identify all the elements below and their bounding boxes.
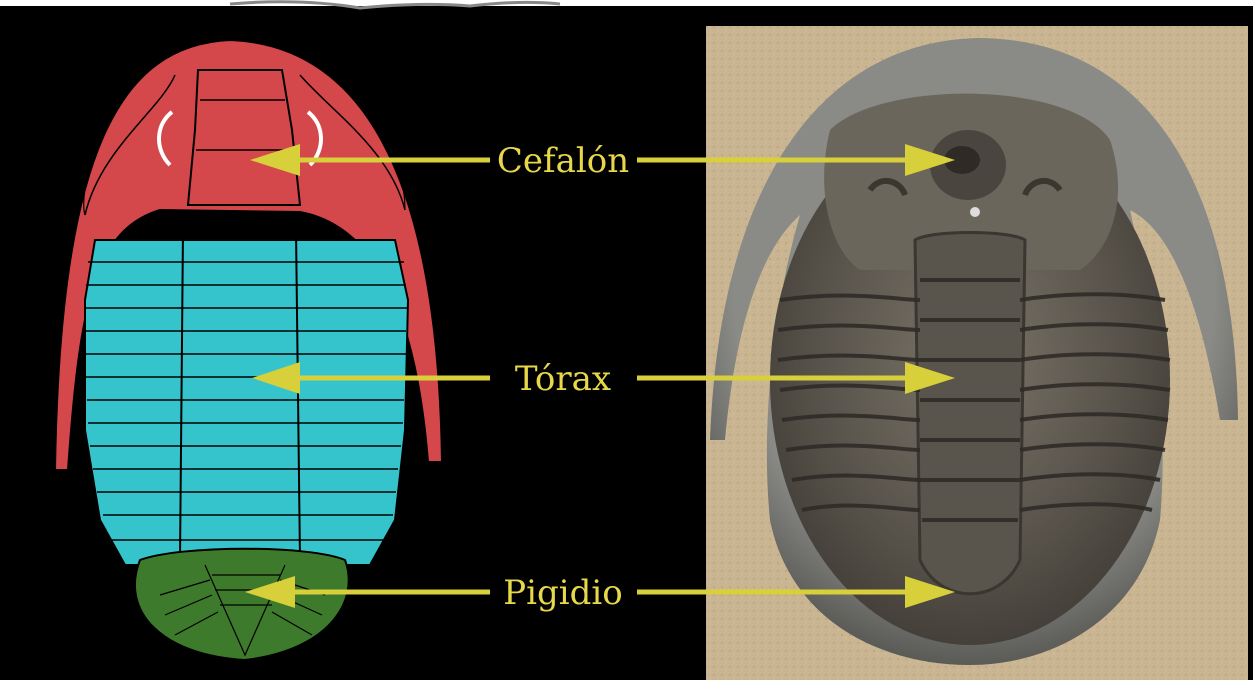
cephalon-label: Cefalón: [497, 141, 629, 181]
thorax-label: Tórax: [515, 359, 611, 399]
thorax-shape: [85, 240, 408, 565]
fossil-photo: [706, 26, 1248, 680]
glabella: [188, 70, 300, 205]
pygidium-label: Pigidio: [503, 573, 623, 613]
